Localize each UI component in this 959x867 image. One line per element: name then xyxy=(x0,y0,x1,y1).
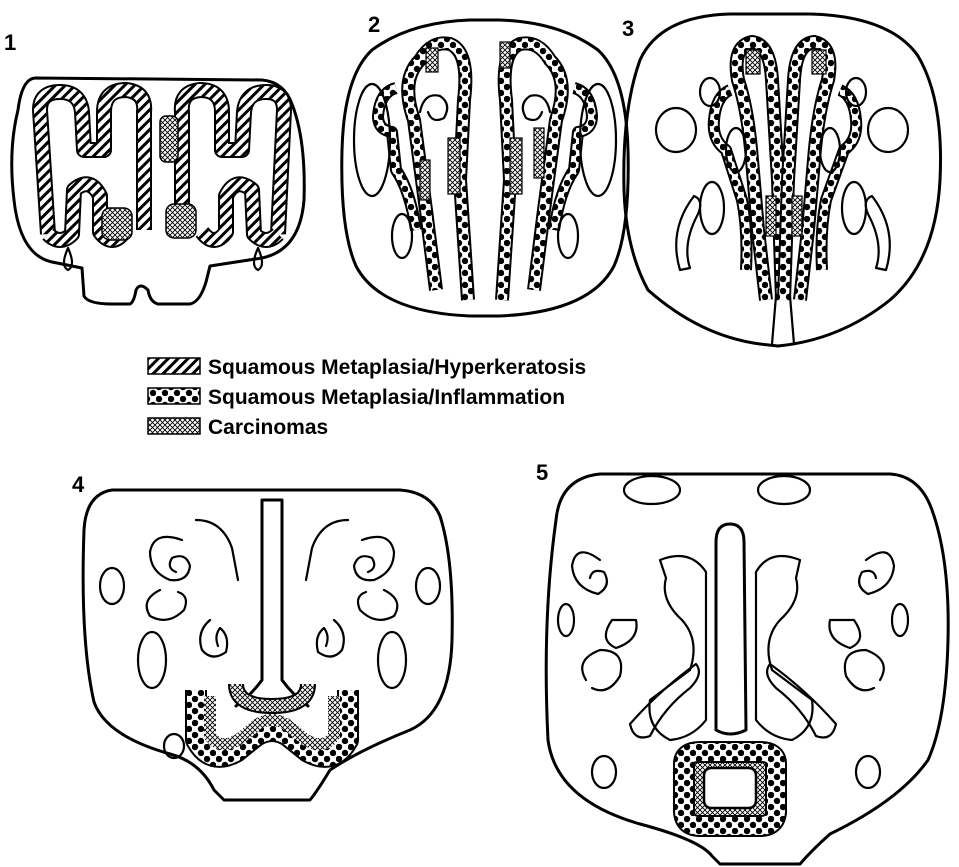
panel-4-sinus-right xyxy=(416,568,440,604)
panel-5-curl-left-1 xyxy=(572,552,607,594)
panel-4-arch-carcinoma xyxy=(236,684,308,706)
legend: Squamous Metaplasia/Hyperkeratosis Squam… xyxy=(148,356,586,439)
panel-2-small-left xyxy=(392,214,412,258)
panel-4-meatus xyxy=(196,520,348,580)
panel-4-oval-left xyxy=(138,632,166,688)
panel-2-carcinoma-3 xyxy=(534,128,544,178)
panel-5-lower-left xyxy=(592,756,616,788)
panel-4: 4 xyxy=(72,472,452,800)
panel-2-dotted-lining xyxy=(378,43,592,300)
panel-2-label: 2 xyxy=(368,12,380,37)
panel-2-outline xyxy=(342,20,628,316)
panel-2-turbinate-right xyxy=(523,95,550,120)
panel-5-top-oval-right xyxy=(758,476,810,504)
panel-3-mid-right xyxy=(842,182,866,234)
panel-2-carcinoma-5 xyxy=(426,48,438,72)
panel-4-oval-right xyxy=(378,632,406,688)
panel-4-septum xyxy=(236,500,308,706)
panel-3-small-upper-left xyxy=(700,78,720,106)
panel-5-small-left xyxy=(558,604,574,636)
panel-1: 1 xyxy=(4,30,304,304)
panel-4-curl-right-2 xyxy=(358,590,397,620)
panel-5-ring-lumen xyxy=(704,768,756,808)
panel-1-outline xyxy=(12,78,305,304)
panel-5-curl-left-2 xyxy=(606,620,637,648)
panel-1-carcinoma-upper xyxy=(160,116,178,162)
panel-2-carcinoma-6 xyxy=(500,42,510,68)
panel-3: 3 xyxy=(622,14,941,346)
panel-5-chamber-right xyxy=(756,556,813,740)
panel-5-curl-right-1 xyxy=(859,552,894,594)
crosshatch-swatch xyxy=(148,418,200,434)
panel-4-outline xyxy=(83,490,452,800)
panel-5-lower-right xyxy=(856,756,880,788)
panel-3-crescent-right xyxy=(866,196,890,270)
dots-swatch xyxy=(148,388,200,404)
legend-item-inflammation: Squamous Metaplasia/Inflammation xyxy=(148,386,565,409)
panel-4-label: 4 xyxy=(72,472,85,497)
legend-item-carcinomas: Carcinomas xyxy=(148,416,328,439)
panel-5-top-oval-left xyxy=(624,476,680,504)
hatch-swatch xyxy=(148,358,200,374)
panel-5-curl-right-2 xyxy=(829,620,860,648)
panel-4-curl-left-1 xyxy=(150,537,190,580)
panel-3-carcinoma-3 xyxy=(746,50,760,74)
panel-2-sinus-left xyxy=(354,84,390,196)
panel-5-septum xyxy=(716,524,746,734)
panel-4-curl-right-1 xyxy=(354,537,394,580)
legend-item-hyperkeratosis: Squamous Metaplasia/Hyperkeratosis xyxy=(148,356,586,379)
panel-1-label: 1 xyxy=(4,30,16,55)
panel-2-turbinate-left xyxy=(420,95,447,120)
panel-2-carcinoma-1 xyxy=(448,138,460,194)
legend-label: Squamous Metaplasia/Hyperkeratosis xyxy=(208,356,586,379)
panel-2-small-right xyxy=(558,214,578,258)
panel-3-carcinoma-2 xyxy=(792,196,802,236)
legend-label: Squamous Metaplasia/Inflammation xyxy=(208,386,565,409)
panel-4-sinus-left xyxy=(100,568,124,604)
panel-2-carcinoma-2 xyxy=(510,138,522,194)
panel-2-carcinoma-4 xyxy=(420,160,430,200)
legend-label: Carcinomas xyxy=(208,416,328,439)
panel-5-curl-right-3 xyxy=(845,650,884,690)
panel-5: 5 xyxy=(536,460,948,864)
panel-1-carcinoma-left xyxy=(102,208,132,240)
panel-3-septum-base xyxy=(772,296,794,344)
panel-4-curl-left-2 xyxy=(147,590,186,620)
panel-2-sinus-right xyxy=(580,84,616,196)
panel-3-sinus-right xyxy=(868,108,908,152)
panel-4-curl-center-right xyxy=(317,620,344,657)
panel-5-label: 5 xyxy=(536,460,548,485)
panel-5-small-right xyxy=(892,604,908,636)
panel-3-carcinoma-1 xyxy=(766,196,776,236)
panel-3-mid-left xyxy=(700,182,724,234)
panel-5-chamber-left xyxy=(649,556,706,740)
panel-5-scroll-left xyxy=(630,664,699,738)
panel-2: 2 xyxy=(342,12,628,316)
panel-3-carcinoma-4 xyxy=(812,50,826,74)
panel-1-carcinoma-right xyxy=(166,204,196,238)
panel-4-curl-center-left xyxy=(200,620,227,657)
panel-5-curl-left-3 xyxy=(582,650,621,690)
panel-3-label: 3 xyxy=(622,16,634,41)
panel-3-sinus-left xyxy=(656,108,696,152)
panel-3-crescent-left xyxy=(676,196,700,270)
panel-3-inner-right xyxy=(820,128,840,172)
panel-1-hatched-lining xyxy=(40,90,284,240)
